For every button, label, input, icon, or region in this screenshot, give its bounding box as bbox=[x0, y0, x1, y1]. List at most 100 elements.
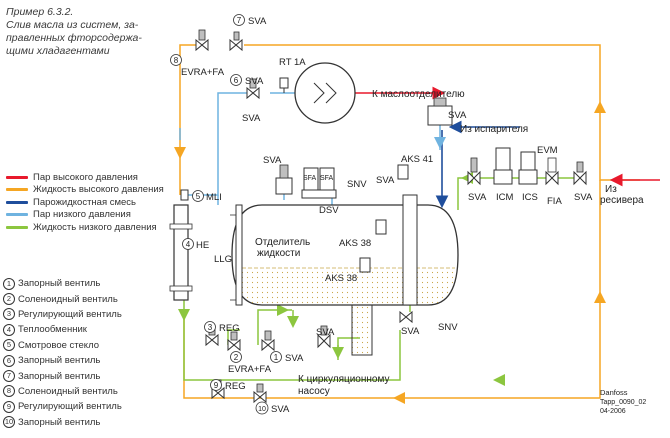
part-number: 9 bbox=[3, 400, 15, 413]
drawing-code: Tapp_0090_02 bbox=[600, 399, 646, 406]
legend-item: Жидкость высокого давления bbox=[6, 184, 171, 197]
caption-line: правленных фторсодержа- bbox=[6, 32, 142, 44]
valve-icon bbox=[573, 161, 587, 186]
legend-swatch bbox=[6, 200, 28, 204]
valve-icon bbox=[301, 167, 337, 199]
valve-label: SVA bbox=[316, 327, 335, 338]
sensor-label: AKS 38 bbox=[339, 238, 371, 249]
valve-icon bbox=[545, 157, 559, 186]
part-label: Теплообменник bbox=[18, 324, 87, 336]
number-badge: 9 bbox=[210, 379, 222, 391]
caption-line: Пример 6.3.2. bbox=[6, 6, 74, 18]
part-label: Запорный вентиль bbox=[18, 355, 101, 367]
number-badge: 5 bbox=[192, 190, 204, 202]
flow-label: насосу bbox=[298, 386, 330, 397]
flow-label: Из bbox=[605, 184, 617, 195]
valve-icon bbox=[261, 330, 275, 352]
valve-label: SVA bbox=[271, 404, 290, 415]
legend-label: Парожидкостная смесь bbox=[33, 196, 137, 208]
valve-icon bbox=[518, 151, 538, 185]
valve-icon bbox=[253, 383, 267, 404]
valve-label: SVA bbox=[574, 192, 593, 203]
valve-label: REG bbox=[219, 323, 240, 334]
pipe-lp-liquid bbox=[457, 177, 580, 210]
brand-label: Danfoss bbox=[600, 388, 628, 397]
valve-label: SNV bbox=[438, 322, 458, 333]
number-badge: 10 bbox=[255, 401, 269, 415]
valve-label: EVM bbox=[537, 145, 558, 156]
svg-text:2: 2 bbox=[234, 353, 239, 362]
legend-swatch bbox=[6, 225, 28, 229]
color-legend: Пар высокого давления Жидкость высокого … bbox=[6, 171, 171, 234]
figure-caption: Пример 6.3.2. Слив масла из систем, за- … bbox=[6, 6, 166, 58]
number-badge: 2 bbox=[230, 351, 242, 363]
part-number: 2 bbox=[3, 293, 15, 306]
separator-label: Отделитель bbox=[255, 237, 310, 248]
legend-item: Жидкость низкого давления bbox=[6, 221, 171, 234]
pipe-lp-vapor bbox=[188, 92, 247, 196]
number-badge: 7 bbox=[233, 14, 245, 26]
svg-text:5: 5 bbox=[196, 192, 201, 201]
valve-label: SVA bbox=[448, 110, 467, 121]
legend-label: Пар низкого давления bbox=[33, 209, 131, 221]
flow-label: ресивера bbox=[600, 195, 644, 206]
valve-label: ICS bbox=[522, 192, 538, 203]
valve-icon bbox=[246, 78, 260, 100]
svg-text:10: 10 bbox=[258, 406, 266, 413]
valve-icon bbox=[467, 157, 481, 186]
level-gauge-llg bbox=[230, 204, 243, 306]
part-number: 3 bbox=[3, 308, 15, 321]
part-label: Соленоидный вентиль bbox=[18, 385, 118, 397]
part-label: Регулирующий вентиль bbox=[18, 401, 122, 413]
svg-text:7: 7 bbox=[237, 16, 242, 25]
valve-label: SFA bbox=[303, 175, 317, 182]
legend-item: Пар низкого давления bbox=[6, 209, 171, 222]
part-number: 10 bbox=[3, 416, 15, 429]
heat-exchanger-label: HE bbox=[196, 240, 209, 251]
svg-text:6: 6 bbox=[234, 76, 239, 85]
valve-icon bbox=[275, 164, 293, 195]
svg-text:3: 3 bbox=[208, 323, 213, 332]
svg-text:4: 4 bbox=[186, 240, 191, 249]
sight-glass-label: MLI bbox=[206, 192, 222, 203]
valve-label: SVA bbox=[468, 192, 487, 203]
valve-label: SVA bbox=[248, 16, 267, 27]
valve-icon bbox=[427, 97, 453, 126]
valve-label: EVRA+FA bbox=[228, 364, 272, 375]
level-gauge-label: LLG bbox=[214, 254, 232, 265]
separator-label: жидкости bbox=[257, 248, 300, 259]
sensor-label: AKS 41 bbox=[401, 154, 433, 165]
part-label: Соленоидный вентиль bbox=[18, 293, 118, 305]
valve-label: EVRA+FA bbox=[181, 67, 225, 78]
number-badge: 6 bbox=[230, 74, 242, 86]
caption-line: щими хладагентами bbox=[6, 45, 110, 57]
legend-label: Жидкость высокого давления bbox=[33, 184, 164, 196]
legend-swatch bbox=[6, 175, 28, 179]
sensor-label: AKS 38 bbox=[325, 273, 357, 284]
part-number: 7 bbox=[3, 370, 15, 383]
valve-label: SVA bbox=[245, 76, 264, 87]
svg-text:1: 1 bbox=[274, 353, 279, 362]
number-badge: 8 bbox=[170, 54, 182, 66]
valve-label: ICM bbox=[496, 192, 514, 203]
valve-icon bbox=[195, 29, 209, 52]
valve-label: SVA bbox=[285, 353, 304, 364]
valve-label: SVA bbox=[376, 175, 395, 186]
part-label: Запорный вентиль bbox=[18, 278, 101, 290]
pressure-switch-label: RT 1A bbox=[279, 57, 306, 68]
legend-item: Пар высокого давления bbox=[6, 171, 171, 184]
svg-text:8: 8 bbox=[174, 56, 179, 65]
valve-label: SFA bbox=[320, 175, 334, 182]
flow-label: К маслоотделителю bbox=[372, 89, 465, 100]
legend-label: Пар высокого давления bbox=[33, 171, 138, 183]
part-number: 8 bbox=[3, 385, 15, 398]
part-number: 6 bbox=[3, 354, 15, 367]
valve-icon bbox=[359, 164, 409, 273]
